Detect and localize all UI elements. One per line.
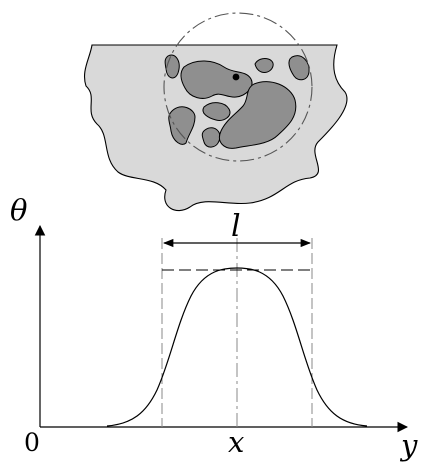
origin-label: 0 [24, 428, 40, 457]
dashed-sampling-circle [163, 12, 313, 162]
microstructure-region [83, 12, 348, 212]
grain-4 [288, 55, 310, 81]
grain-6 [202, 102, 231, 121]
grain-3 [254, 58, 274, 73]
grain-2 [180, 60, 253, 99]
grain-8 [219, 81, 297, 149]
y-axis-label: y [399, 428, 418, 462]
width-label: l [231, 209, 241, 244]
grain-7 [201, 127, 221, 148]
profile-curve [106, 267, 368, 427]
center-label: x [228, 425, 244, 459]
grain-5 [168, 106, 196, 145]
guide-lines [161, 238, 313, 427]
particle-point [232, 73, 240, 81]
theta-axis-label: θ [10, 193, 27, 227]
axes [34, 224, 409, 433]
